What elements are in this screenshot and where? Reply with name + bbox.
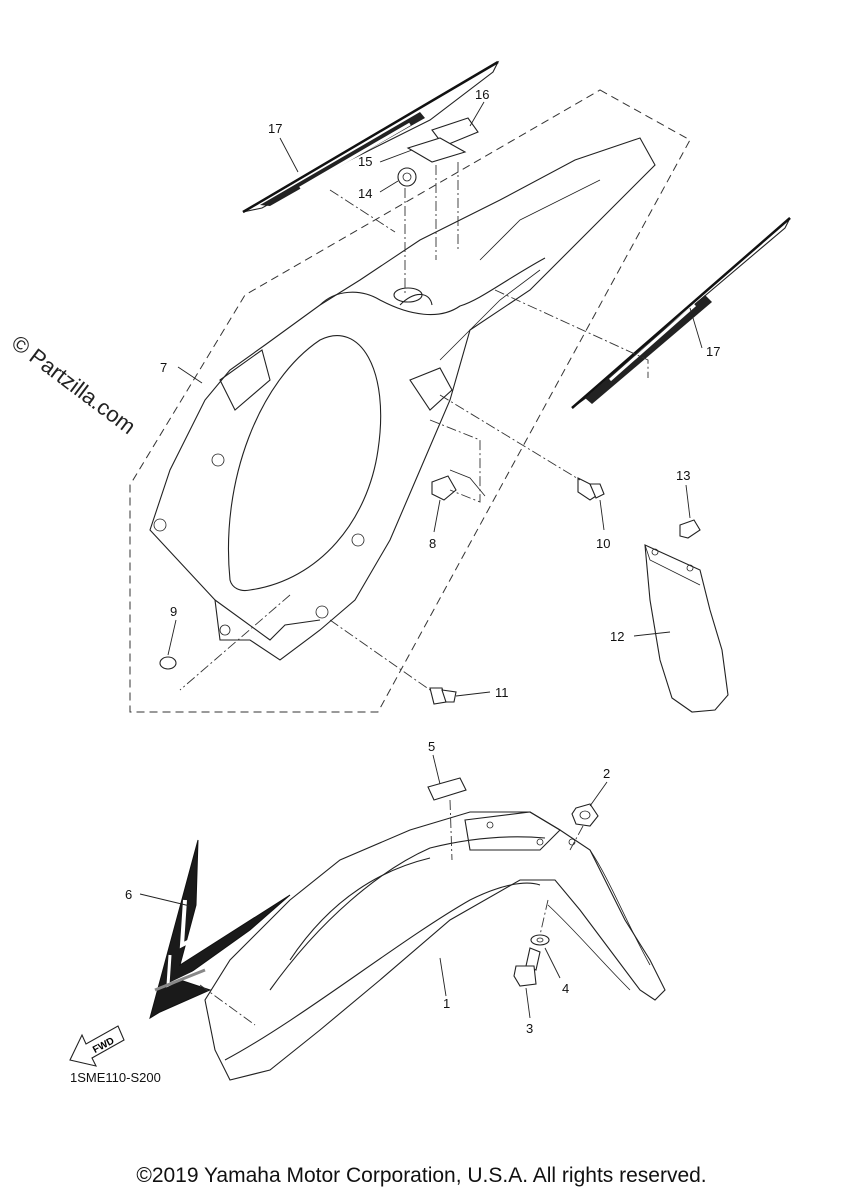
clip-8[interactable] — [431, 469, 486, 501]
callout-2: 2 — [603, 766, 610, 781]
callout-labels: 17 16 15 14 17 7 8 9 10 11 13 12 5 2 6 4… — [125, 87, 720, 1036]
callout-15: 15 — [358, 154, 372, 169]
decal-6[interactable] — [149, 839, 291, 1020]
callout-1: 1 — [443, 996, 450, 1011]
callout-6: 6 — [125, 887, 132, 902]
front-fender-1[interactable] — [204, 811, 666, 1081]
decal-17-upper[interactable] — [242, 60, 500, 214]
callout-10: 10 — [596, 536, 610, 551]
bolt-3[interactable] — [513, 947, 541, 987]
bolt-10[interactable] — [577, 477, 605, 501]
rear-fender-7[interactable] — [149, 137, 656, 661]
leader-lines — [139, 101, 703, 1019]
copyright-text: ©2019 Yamaha Motor Corporation, U.S.A. A… — [136, 1164, 707, 1187]
callout-13: 13 — [676, 468, 690, 483]
grommet-9[interactable] — [159, 656, 177, 670]
screw-13[interactable] — [679, 519, 701, 539]
decal-17-right[interactable] — [571, 217, 791, 409]
callout-11: 11 — [495, 685, 509, 700]
label-5[interactable] — [427, 777, 467, 801]
reference-lines — [179, 162, 649, 1026]
callout-16: 16 — [475, 87, 489, 102]
callout-12: 12 — [610, 629, 624, 644]
bolt-11[interactable] — [429, 687, 457, 705]
diagram-code: 1SME110-S200 — [70, 1070, 161, 1085]
callout-7: 7 — [160, 360, 167, 375]
callout-5: 5 — [428, 739, 435, 754]
nut-2[interactable] — [571, 803, 599, 827]
callout-4: 4 — [562, 981, 569, 996]
plate-16[interactable] — [406, 117, 479, 163]
assembly-boundary — [129, 89, 691, 713]
callout-14: 14 — [358, 186, 372, 201]
fwd-arrow-icon: FWD — [69, 1025, 125, 1067]
callout-3: 3 — [526, 1021, 533, 1036]
callout-8: 8 — [429, 536, 436, 551]
washer-4[interactable] — [530, 934, 550, 946]
callout-17-upper: 17 — [268, 121, 282, 136]
callout-9: 9 — [170, 604, 177, 619]
callout-17-right: 17 — [706, 344, 720, 359]
emblem-14[interactable] — [397, 167, 417, 187]
mud-flap-12[interactable] — [644, 544, 729, 713]
